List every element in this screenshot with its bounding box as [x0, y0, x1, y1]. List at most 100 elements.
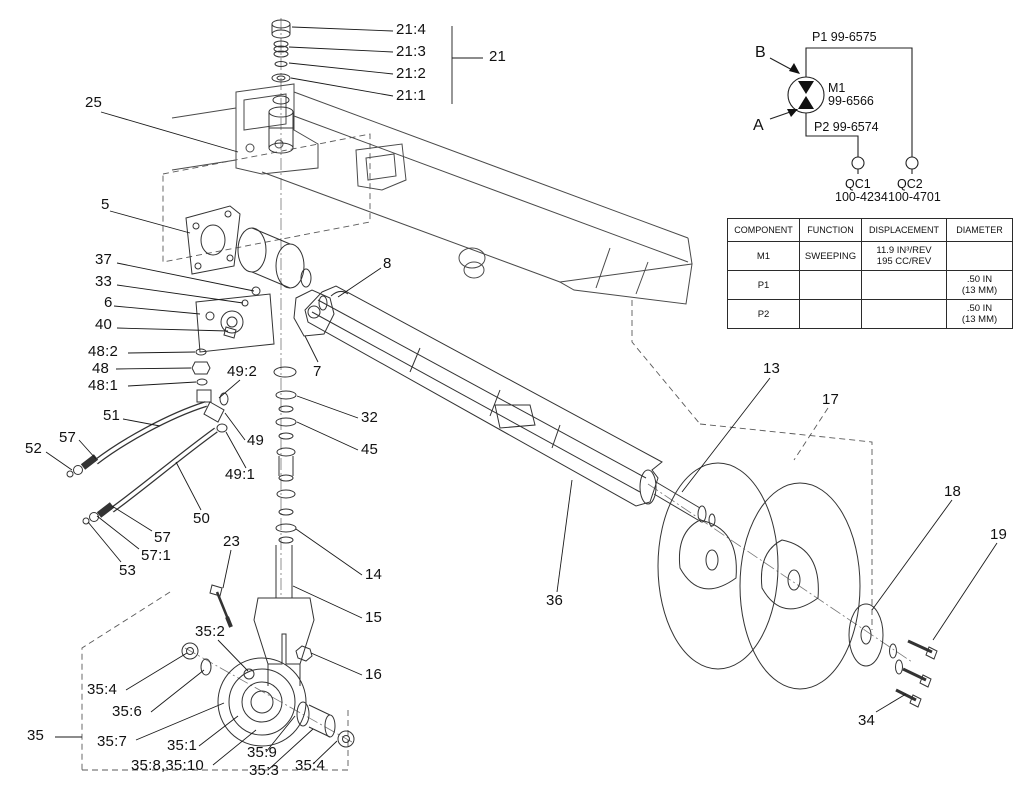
callout-48-1: 48:1 [88, 377, 118, 394]
table-header-row: COMPONENT FUNCTION DISPLACEMENT DIAMETER [727, 218, 1013, 242]
schematic-qc1-part-number: 100-4234 [835, 190, 888, 204]
callout-8: 8 [383, 255, 392, 272]
cell-p2-diameter: .50 IN (13 MM) [946, 299, 1013, 329]
mount-bolts [889, 639, 938, 708]
table-row-m1: M1 SWEEPING 11.9 IN³/REV 195 CC/REV [727, 241, 1013, 271]
callout-18: 18 [944, 483, 962, 500]
cell-m1-diameter [946, 241, 1013, 271]
callout-32: 32 [361, 409, 379, 426]
cell-p2-displacement [861, 299, 947, 329]
callout-35-2: 35:2 [195, 623, 225, 640]
callout-50: 50 [193, 510, 211, 527]
caster-fork [253, 545, 315, 686]
schematic-m1-label: M1 [828, 81, 846, 95]
cell-m1-function: SWEEPING [799, 241, 862, 271]
callout-5: 5 [101, 196, 110, 213]
callout-21-2: 21:2 [396, 65, 426, 82]
callout-16: 16 [365, 666, 383, 683]
hydraulic-schematic [769, 47, 919, 174]
callout-35-7: 35:7 [97, 733, 127, 750]
cell-p2-function [799, 299, 862, 329]
callout-21-4: 21:4 [396, 21, 426, 38]
callout-45: 45 [361, 441, 379, 458]
callout-15: 15 [365, 609, 383, 626]
cell-p1-function [799, 270, 862, 300]
callout-49-1: 49:1 [225, 466, 255, 483]
schematic-port-b-label: B [755, 44, 766, 61]
callout-33: 33 [95, 273, 113, 290]
broom-axle [653, 481, 716, 527]
callout-35-1: 35:1 [167, 737, 197, 754]
callout-7: 7 [313, 363, 322, 380]
callout-35-3: 35:3 [249, 762, 279, 779]
motor-assembly [185, 205, 312, 289]
washer-stack [273, 366, 297, 544]
callout-19: 19 [990, 526, 1008, 543]
schematic-m1-part-number: 99-6566 [828, 94, 874, 108]
column-header-diameter: DIAMETER [946, 218, 1013, 242]
cell-p1-diameter: .50 IN (13 MM) [946, 270, 1013, 300]
callout-35-4-right: 35:4 [295, 757, 325, 774]
schematic-qc2-label: QC2 [897, 177, 923, 191]
hose-fittings [191, 348, 229, 433]
callout-17: 17 [822, 391, 840, 408]
cell-m1-component: M1 [727, 241, 800, 271]
component-spec-table: COMPONENT FUNCTION DISPLACEMENT DIAMETER… [727, 218, 1013, 329]
callout-35-8-35-10: 35:8,35:10 [131, 757, 204, 774]
callout-13: 13 [763, 360, 781, 377]
callout-49-2: 49:2 [227, 363, 257, 380]
column-header-component: COMPONENT [727, 218, 800, 242]
boom-tube [304, 285, 663, 507]
callout-35-9: 35:9 [247, 744, 277, 761]
callout-34: 34 [858, 712, 876, 729]
callout-53: 53 [119, 562, 137, 579]
reference-outlines [81, 133, 873, 771]
callout-37: 37 [95, 251, 113, 268]
schematic-qc2-part-number: 100-4701 [888, 190, 941, 204]
callout-21-1: 21:1 [396, 87, 426, 104]
schematic-qc1-label: QC1 [845, 177, 871, 191]
callout-48: 48 [92, 360, 110, 377]
broom-discs [657, 462, 861, 690]
cell-p2-component: P2 [727, 299, 800, 329]
axle-bolt [209, 584, 233, 628]
callout-40: 40 [95, 316, 113, 333]
caster-wheel [181, 642, 355, 748]
callout-57-upper: 57 [59, 429, 77, 446]
callout-6: 6 [104, 294, 113, 311]
table-row-p1: P1 .50 IN (13 MM) [727, 270, 1013, 300]
callout-25: 25 [85, 94, 103, 111]
center-axes [184, 18, 913, 743]
column-header-function: FUNCTION [799, 218, 862, 242]
callout-35-4-left: 35:4 [87, 681, 117, 698]
table-row-p2: P2 .50 IN (13 MM) [727, 299, 1013, 329]
cell-m1-displacement: 11.9 IN³/REV 195 CC/REV [861, 241, 947, 271]
cell-p1-component: P1 [727, 270, 800, 300]
schematic-p1-label: P1 99-6575 [812, 30, 877, 44]
schematic-p2-label: P2 99-6574 [814, 120, 879, 134]
callout-23: 23 [223, 533, 241, 550]
callout-21: 21 [489, 48, 507, 65]
callout-35: 35 [27, 727, 45, 744]
nut-16 [295, 645, 313, 662]
callout-36: 36 [546, 592, 564, 609]
callout-21-3: 21:3 [396, 43, 426, 60]
callout-57-lower: 57 [154, 529, 172, 546]
callout-52: 52 [25, 440, 43, 457]
retainer-disc [848, 603, 884, 667]
callout-14: 14 [365, 566, 383, 583]
frame [171, 83, 693, 305]
cell-p1-displacement [861, 270, 947, 300]
pivot-yoke [293, 289, 349, 337]
schematic-port-a-label: A [753, 117, 764, 134]
callout-49: 49 [247, 432, 265, 449]
leader-lines [45, 26, 998, 771]
hydraulic-hoses [66, 401, 218, 525]
callout-57-1: 57:1 [141, 547, 171, 564]
callout-48-2: 48:2 [88, 343, 118, 360]
callout-51: 51 [103, 407, 121, 424]
gear-motor [195, 286, 275, 353]
callout-35-6: 35:6 [112, 703, 142, 720]
